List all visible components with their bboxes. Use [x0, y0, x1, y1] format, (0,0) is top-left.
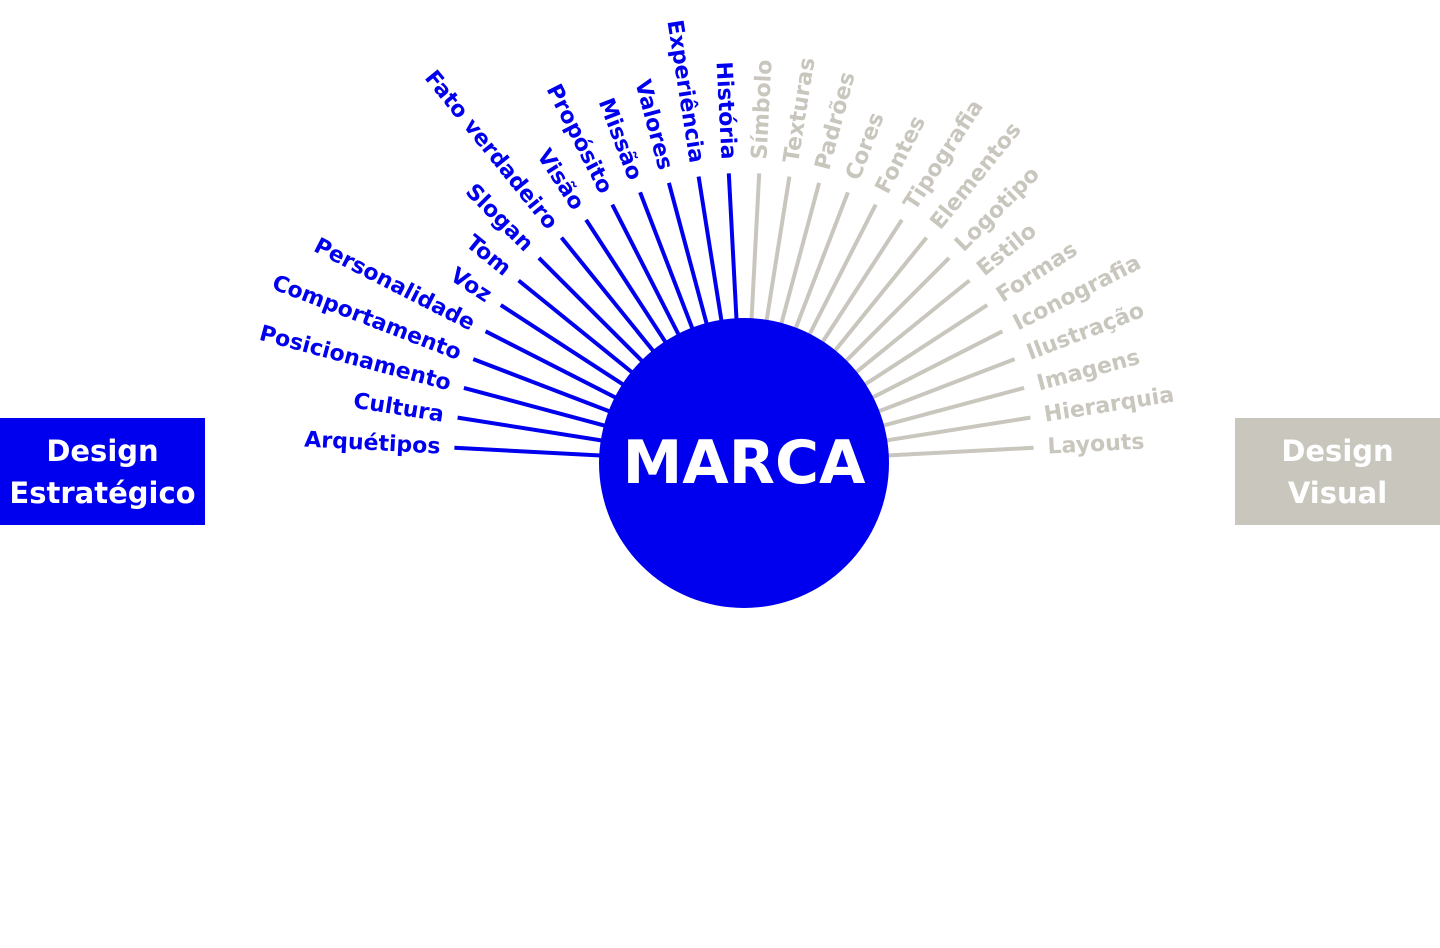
- spoke-label-texturas: Texturas: [779, 56, 820, 165]
- spoke-label-layouts: Layouts: [1047, 430, 1145, 460]
- marca-center-circle: [599, 318, 889, 608]
- design-visual-line2: Visual: [1287, 475, 1388, 510]
- marca-center-label: MARCA: [623, 428, 866, 498]
- design-visual-box: Design Visual: [1235, 418, 1440, 525]
- design-estrategico-box: Design Estratégico: [0, 418, 205, 525]
- spoke-label-historia: História: [710, 61, 740, 160]
- design-estrategico-line1: Design: [46, 433, 159, 468]
- spoke-label-cultura: Cultura: [352, 389, 446, 428]
- design-estrategico-line2: Estratégico: [9, 475, 196, 510]
- design-visual-line1: Design: [1281, 433, 1394, 468]
- spoke-label-simbolo: Símbolo: [747, 59, 777, 160]
- spoke-label-arquetipos: Arquétipos: [304, 427, 441, 459]
